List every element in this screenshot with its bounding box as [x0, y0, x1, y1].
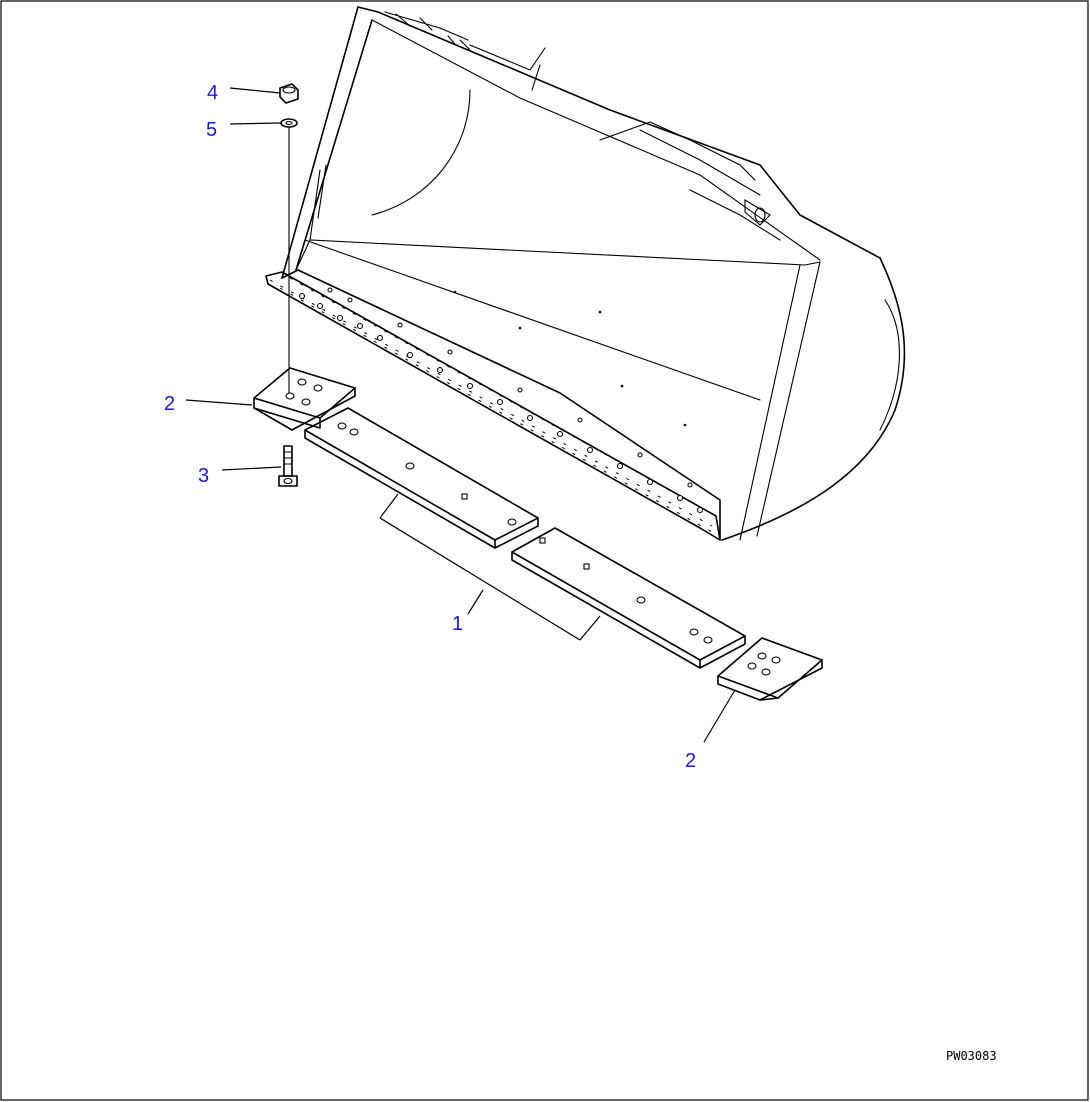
bolt-part-3: [278, 445, 298, 487]
end-bit-part-2-right: [717, 637, 823, 701]
callout-1: 1: [452, 613, 463, 635]
end-bit-part-2-left: [253, 367, 356, 431]
leader-lines: [185, 87, 736, 743]
washer-part-5: [280, 118, 298, 128]
bucket-illustration: [265, 6, 906, 541]
callout-2-left: 2: [164, 393, 175, 415]
cutting-edge-part-1-upper: [304, 407, 539, 549]
callout-3: 3: [198, 465, 209, 487]
callout-2-right: 2: [685, 750, 696, 772]
callout-4: 4: [207, 82, 218, 104]
drawing-code: PW03083: [946, 1049, 997, 1063]
callout-5: 5: [206, 119, 217, 141]
nut-part-4: [279, 83, 299, 104]
cutting-edge-part-1-lower: [511, 527, 746, 669]
